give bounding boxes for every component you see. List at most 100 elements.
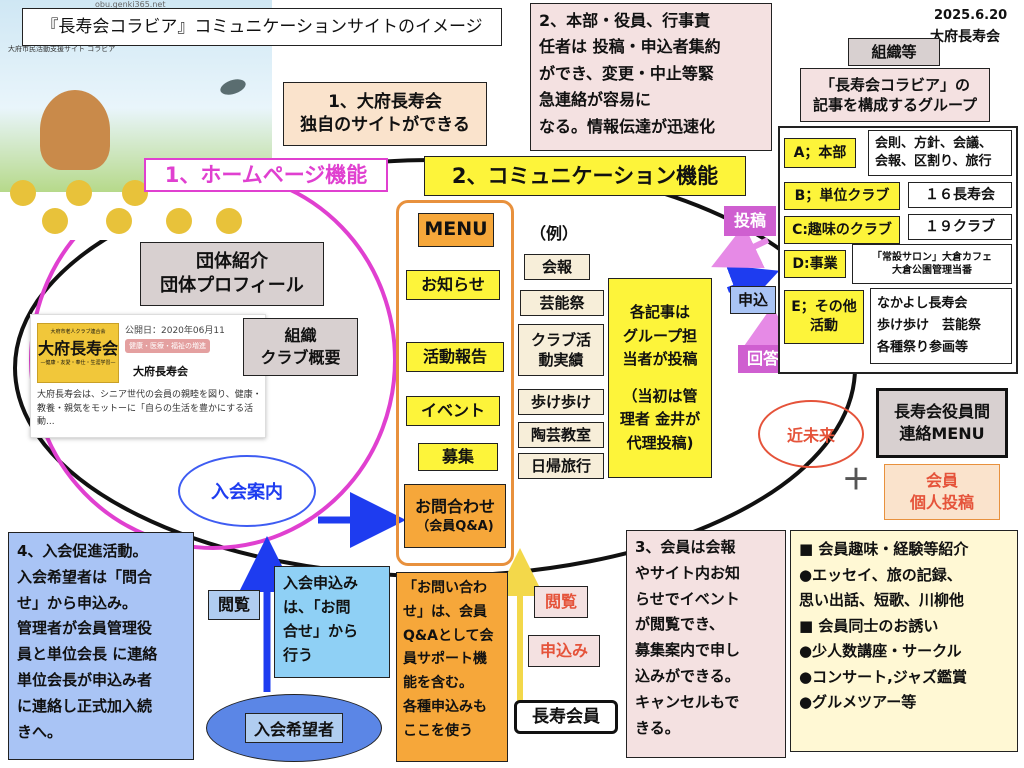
org-description-line1: 「長寿会コラビア」の <box>819 75 970 94</box>
note4-line: せ」から申込み。 <box>17 593 138 612</box>
note-membership-promotion: 4、入会促進活動。 入会希望者は「問合 せ」から申込み。 管理者が会員管理役 員… <box>8 532 194 760</box>
group-c[interactable]: C:趣味のクラブ <box>784 216 900 244</box>
note-member-access: 3、会員は会報 やサイト内お知 らせでイベント が閲覧でき、 募集案内で申し 込… <box>626 530 786 758</box>
note-own-site-line1: 1、大府長寿会 <box>328 92 442 113</box>
menu-item-recruit[interactable]: 募集 <box>418 443 498 471</box>
thumbnail-icon[interactable] <box>42 208 68 234</box>
join-info-label: 入会案内 <box>211 482 283 503</box>
thumbnail-url: obu.genki365.net <box>95 0 166 9</box>
note3-line: やサイト内お知 <box>635 563 741 582</box>
member-post-line1: 会員 <box>925 471 958 491</box>
page-title: 『長寿会コラビア』コミュニケーションサイトのイメージ <box>22 8 502 46</box>
inquiry-note-line: 各種申込みも <box>403 698 487 715</box>
menu-title: MENU <box>418 213 494 247</box>
group-b[interactable]: B；単位クラブ <box>784 182 900 210</box>
sub-day-trip[interactable]: 日帰旅行 <box>518 453 604 479</box>
profile-card[interactable]: 大府市老人クラブ連合会 大府長寿会 —健康・友愛・奉仕・生涯学習— 公開日：20… <box>30 314 266 438</box>
post-label: 投稿 <box>724 206 776 236</box>
group-e-desc: なかよし長寿会 歩け歩け 芸能祭 各種祭り参画等 <box>870 288 1012 364</box>
group-d-desc: 「常設サロン」大倉カフェ 大倉公園管理当番 <box>852 244 1012 284</box>
sub-club-results[interactable]: クラブ活 動実績 <box>518 324 604 376</box>
officer-menu-line1: 長寿会役員間 <box>893 402 990 422</box>
note3-line: 募集案内で申し <box>635 641 741 660</box>
near-future-label: 近未来 <box>786 426 835 445</box>
thumbnail-icon[interactable] <box>216 208 242 234</box>
inquiry-line2: （会員Q&A) <box>416 519 494 535</box>
menu-item-news[interactable]: お知らせ <box>406 270 500 300</box>
thumbnail-icon[interactable] <box>106 208 132 234</box>
article-note-line: 代理投稿) <box>626 433 694 452</box>
sub-performance[interactable]: 芸能祭 <box>520 290 604 316</box>
date-label: 2025.6.20 <box>934 8 1008 23</box>
group-d[interactable]: D:事業 <box>784 250 846 278</box>
apply-label-member: 申込み <box>528 635 600 667</box>
sub-walking[interactable]: 歩け歩け <box>518 389 604 415</box>
profile-card-name: 大府長寿会 <box>133 365 188 378</box>
note3-line: 込みができる。 <box>635 666 740 685</box>
inquiry-note-line: Q&Aとして会 <box>403 627 494 644</box>
apply-note-line: 合せ」から <box>283 622 359 640</box>
group-intro-line2: 団体プロフィール <box>160 275 304 296</box>
group-e[interactable]: E；その他 活動 <box>784 290 864 344</box>
group-b-desc: １６長寿会 <box>908 182 1012 208</box>
profile-card-text: 大府長寿会は、シニア世代の会員の親睦を図り、健康・教養・親気をモットーに「自らの… <box>37 390 262 427</box>
org-description: 「長寿会コラビア」の 記事を構成するグループ <box>800 68 990 122</box>
group-a[interactable]: A；本部 <box>784 138 856 168</box>
plus-sign: ＋ <box>842 463 871 496</box>
member-box[interactable]: 長寿会員 <box>514 700 618 734</box>
homepage-function-label: 1、ホームページ機能 <box>144 158 388 192</box>
note3-line: 3、会員は会報 <box>635 538 736 556</box>
menu-item-inquiry[interactable]: お問合わせ （会員Q&A) <box>404 484 506 548</box>
member-post[interactable]: 会員 個人投稿 <box>884 464 1000 520</box>
note3-line: が閲覧でき、 <box>635 615 724 634</box>
officer-menu-line2: 連絡MENU <box>899 424 985 443</box>
thumbnail-icon[interactable] <box>10 180 36 206</box>
animal-illustration <box>40 90 110 170</box>
inquiry-note-line: 能を含む。 <box>403 675 473 692</box>
thumbnail-icon-row <box>6 180 268 236</box>
member-list-item: ■ 会員趣味・経験等紹介 <box>799 540 969 558</box>
view-label-left: 閲覧 <box>208 590 260 620</box>
note4-line: 管理者が会員管理役 <box>17 619 153 638</box>
note4-line: 入会希望者は「問合 <box>17 567 153 586</box>
thumbnail-icon[interactable] <box>122 180 148 206</box>
apply-note-line: は、「お問 <box>283 598 351 616</box>
sub-pottery[interactable]: 陶芸教室 <box>518 422 604 448</box>
note-communication-line: 急連絡が容易に <box>539 90 652 110</box>
view-label-right: 閲覧 <box>534 586 588 618</box>
note4-line: 単位会長が申込み者 <box>17 670 153 689</box>
article-note-line: 当者が投稿 <box>622 349 698 368</box>
group-c-desc: １９クラブ <box>908 214 1012 240</box>
post-arrow <box>711 224 770 269</box>
org-club-overview: 組織 クラブ概要 <box>243 318 358 376</box>
inquiry-line1: お問合わせ <box>414 497 495 517</box>
thumbnail-icon[interactable] <box>66 180 92 206</box>
menu-item-activity[interactable]: 活動報告 <box>406 342 504 372</box>
group-intro-box: 団体紹介 団体プロフィール <box>140 242 324 306</box>
sub-newsletter[interactable]: 会報 <box>524 254 590 280</box>
member-list-item: ■ 会員同士のお誘い <box>799 616 939 635</box>
apply-note: 入会申込み は、「お問 合せ」から 行う <box>274 566 390 678</box>
menu-item-event[interactable]: イベント <box>406 396 500 426</box>
thumbnail-caption: 大府市民活動支援サイト コラビア <box>8 45 116 53</box>
note-own-site-line2: 独自のサイトができる <box>300 115 470 135</box>
note3-line: キャンセルもで <box>635 692 740 711</box>
note-communication-line: なる。情報伝達が迅速化 <box>539 116 716 136</box>
inquiry-note-line: 「お問い合わ <box>403 580 487 596</box>
member-list-item: 思い出話、短歌、川柳他 <box>799 591 965 609</box>
officer-menu[interactable]: 長寿会役員間 連絡MENU <box>876 388 1008 458</box>
logo-sub-text: —健康・友愛・奉仕・生涯学習— <box>40 360 116 366</box>
article-note: 各記事は グループ担 当者が投稿 （当初は管 理者 金井が 代理投稿) <box>608 278 712 478</box>
prospect-oval[interactable]: 入会希望者 <box>206 694 382 762</box>
join-info-oval[interactable]: 入会案内 <box>178 455 316 527</box>
reply-arrow <box>741 305 796 350</box>
note-communication-line: ができ、変更・中止等緊 <box>539 63 714 83</box>
member-list-item: ●コンサート,ジャズ鑑賞 <box>799 667 968 686</box>
note-communication-line: 2、本部・役員、行事責 <box>539 11 711 30</box>
thumbnail-icon[interactable] <box>166 208 192 234</box>
org-description-line2: 記事を構成するグループ <box>812 96 978 114</box>
apply-note-line: 入会申込み <box>283 574 359 592</box>
note4-line: きへ。 <box>17 722 63 741</box>
near-future-oval: 近未来 <box>758 400 864 468</box>
article-note-line: （当初は管 <box>622 387 698 405</box>
